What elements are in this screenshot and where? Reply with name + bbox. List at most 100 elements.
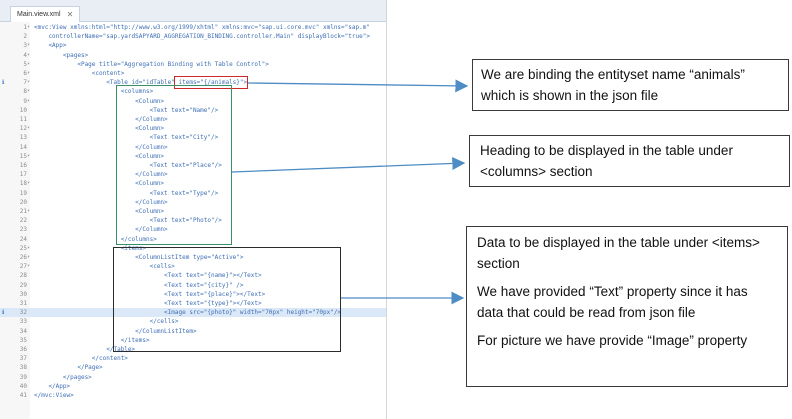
code-line[interactable]: 29 <Text text="{city}" /> xyxy=(0,281,386,290)
code-text: <Table id="idTable" items="{/animals}"> xyxy=(34,79,248,87)
code-line[interactable]: 39 </pages> xyxy=(0,373,386,382)
line-number: 39 xyxy=(19,373,27,381)
code-text: <Page title="Aggregation Binding with Ta… xyxy=(34,60,269,68)
fold-toggle-icon[interactable]: ▾ xyxy=(27,244,31,251)
code-line[interactable]: 36 </Table> xyxy=(0,345,386,354)
code-line[interactable]: 1▾<mvc:View xmlns:html="http://www.w3.or… xyxy=(0,23,386,32)
code-text: <Image src="{photo}" width="70px" height… xyxy=(34,309,342,317)
code-line[interactable]: 24 </columns> xyxy=(0,235,386,244)
fold-toggle-icon[interactable]: ▾ xyxy=(27,180,31,187)
line-number: 16 xyxy=(19,162,27,169)
code-text: </Table> xyxy=(34,346,136,353)
code-line[interactable]: 4▾ <pages> xyxy=(0,51,386,60)
code-text: <Text text="Photo"/> xyxy=(34,217,222,225)
callout-items-text-3: For picture we have provide “Image” prop… xyxy=(477,333,748,348)
code-text: <Text text="Name"/> xyxy=(34,106,219,114)
fold-toggle-icon[interactable]: ▾ xyxy=(27,42,31,49)
fold-toggle-icon[interactable]: ▾ xyxy=(27,51,31,58)
code-line[interactable]: 10 <Text text="Name"/> xyxy=(0,106,386,115)
code-text: <Column> xyxy=(34,97,165,105)
fold-toggle-icon[interactable]: ▾ xyxy=(27,152,31,159)
code-line[interactable]: 35 </items> xyxy=(0,336,386,345)
line-number: 18 xyxy=(19,180,27,188)
binding-highlight-frame xyxy=(174,76,248,89)
code-text: <Column> xyxy=(34,180,165,188)
fold-toggle-icon[interactable]: ▾ xyxy=(27,97,31,104)
code-text: </Column> xyxy=(34,198,168,206)
code-line[interactable]: 11 </Column> xyxy=(0,115,386,124)
fold-toggle-icon[interactable]: ▾ xyxy=(27,88,31,95)
code-line[interactable]: 12▾ <Column> xyxy=(0,124,386,133)
fold-toggle-icon[interactable]: ▾ xyxy=(27,70,31,76)
line-number: 24 xyxy=(19,235,27,243)
line-number: 23 xyxy=(19,226,27,234)
code-line[interactable]: 28 <Text text="{name}"></Text> xyxy=(0,271,386,280)
code-line[interactable]: 33 </cells> xyxy=(0,317,386,326)
code-line[interactable]: 19 <Text text="Type"/> xyxy=(0,189,386,198)
code-text: <pages> xyxy=(34,51,89,59)
tab-main-view-xml[interactable]: Main.view.xml ✕ xyxy=(10,6,81,22)
line-number: 36 xyxy=(19,346,27,353)
code-line[interactable]: 3▾ <App> xyxy=(0,41,386,50)
code-text: <Column> xyxy=(34,125,165,133)
code-line[interactable]: 27▾ <cells> xyxy=(0,262,386,271)
fold-toggle-icon[interactable]: ▾ xyxy=(27,79,31,86)
close-icon[interactable]: ✕ xyxy=(66,9,74,19)
callout-columns: Heading to be displayed in the table und… xyxy=(469,135,790,187)
code-text: <mvc:View xmlns:html="http://www.w3.org/… xyxy=(34,24,370,31)
line-number: 19 xyxy=(19,189,27,197)
line-number: 15 xyxy=(19,152,27,160)
code-line[interactable]: 30 <Text text="{place}"></Text> xyxy=(0,290,386,299)
fold-toggle-icon[interactable]: ▾ xyxy=(27,208,31,214)
code-line[interactable]: 15▾ <Column> xyxy=(0,152,386,161)
code-line[interactable]: 34 </ColumnListItem> xyxy=(0,327,386,336)
fold-toggle-icon[interactable]: ▾ xyxy=(27,254,31,260)
line-number: 34 xyxy=(19,327,27,335)
line-number: 31 xyxy=(19,300,27,307)
code-text: </Page> xyxy=(34,364,103,372)
line-number: 33 xyxy=(19,318,27,326)
code-line[interactable]: 8▾ <columns> xyxy=(0,87,386,96)
callout-columns-text: Heading to be displayed in the table und… xyxy=(480,143,733,179)
line-number: 27 xyxy=(19,263,27,271)
code-line[interactable]: 5▾ <Page title="Aggregation Binding with… xyxy=(0,60,386,69)
callout-binding: We are binding the entityset name “anima… xyxy=(472,59,789,111)
code-text: <items> xyxy=(34,244,146,252)
columns-highlight-frame xyxy=(116,85,232,245)
code-text: </ColumnListItem> xyxy=(34,327,197,335)
code-line[interactable]: 18▾ <Column> xyxy=(0,179,386,188)
code-line[interactable]: 25▾ <items> xyxy=(0,244,386,253)
code-line[interactable]: 23 </Column> xyxy=(0,225,386,234)
code-line[interactable]: 26▾ <ColumnListItem type="Active"> xyxy=(0,253,386,262)
code-line[interactable]: 41</mvc:View> xyxy=(0,391,386,400)
code-line[interactable]: 16 <Text text="Place"/> xyxy=(0,161,386,170)
fold-toggle-icon[interactable]: ▾ xyxy=(27,263,31,270)
line-number: 29 xyxy=(19,281,27,289)
code-line[interactable]: 17 </Column> xyxy=(0,170,386,179)
code-line[interactable]: 38 </Page> xyxy=(0,363,386,372)
code-line[interactable]: 6▾ <content> xyxy=(0,69,386,78)
fold-toggle-icon[interactable]: ▾ xyxy=(27,60,31,67)
code-text: <Text text="{name}"></Text> xyxy=(34,272,262,280)
code-line[interactable]: 22 <Text text="Photo"/> xyxy=(0,216,386,225)
code-line[interactable]: 9▾ <Column> xyxy=(0,97,386,106)
code-line[interactable]: 13 <Text text="City"/> xyxy=(0,133,386,142)
code-line[interactable]: 31 <Text text="{type}"></Text> xyxy=(0,299,386,308)
line-number: 21 xyxy=(19,208,27,215)
code-line[interactable]: 21▾ <Column> xyxy=(0,207,386,216)
code-line[interactable]: 14 </Column> xyxy=(0,143,386,152)
items-highlight-frame xyxy=(113,247,341,352)
code-line[interactable]: 20 </Column> xyxy=(0,198,386,207)
line-number: 41 xyxy=(19,392,27,399)
fold-toggle-icon[interactable]: ▾ xyxy=(27,24,31,30)
line-number: 35 xyxy=(19,336,27,344)
code-text: </Column> xyxy=(34,226,168,234)
editor-tab-bar: Main.view.xml ✕ xyxy=(0,0,386,22)
code-line[interactable]: 37 </content> xyxy=(0,354,386,363)
fold-toggle-icon[interactable]: ▾ xyxy=(27,125,31,132)
code-line[interactable]: 2 controllerName="sap.yardSAPYARD_AGGREG… xyxy=(0,32,386,41)
code-line[interactable]: 40 </App> xyxy=(0,382,386,391)
callout-items-text-2: We have provided “Text” property since i… xyxy=(477,284,748,320)
